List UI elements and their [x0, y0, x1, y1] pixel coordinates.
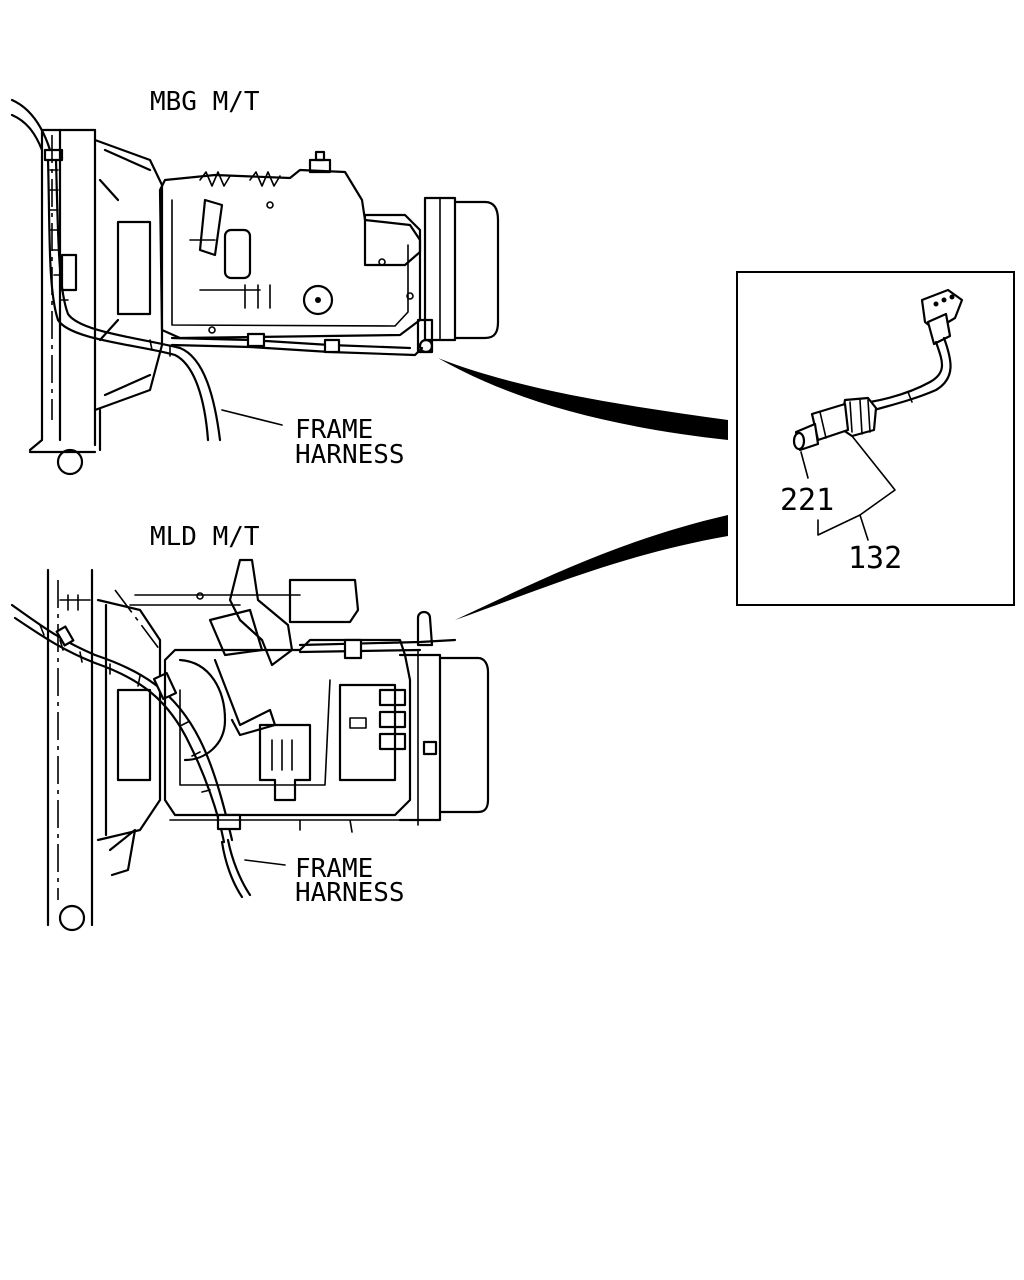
- callout-wedge-bottom: [455, 515, 728, 620]
- harness-label-top-line2: HARNESS: [295, 440, 405, 470]
- part-number-221: 221: [780, 483, 834, 518]
- mld-transmission-drawing: [10, 558, 490, 932]
- part-number-132: 132: [848, 541, 902, 576]
- view-title-mbg: MBG M/T: [150, 87, 260, 117]
- harness-leader-top: [221, 409, 283, 426]
- harness-leader-bottom: [244, 859, 286, 866]
- leader-132: [851, 435, 896, 516]
- view-title-mld: MLD M/T: [150, 522, 260, 552]
- callout-wedge-top: [438, 358, 728, 440]
- bracket-group: [817, 514, 869, 541]
- harness-label-bottom-line1: FRAME: [295, 854, 373, 884]
- speed-sensor-drawing: [792, 288, 964, 452]
- sensor-detail-box: [736, 271, 1015, 606]
- harness-label-top-line1: FRAME: [295, 415, 373, 445]
- harness-label-bottom-line2: HARNESS: [295, 878, 405, 908]
- leader-221: [800, 451, 809, 479]
- mbg-transmission-drawing: [10, 98, 500, 476]
